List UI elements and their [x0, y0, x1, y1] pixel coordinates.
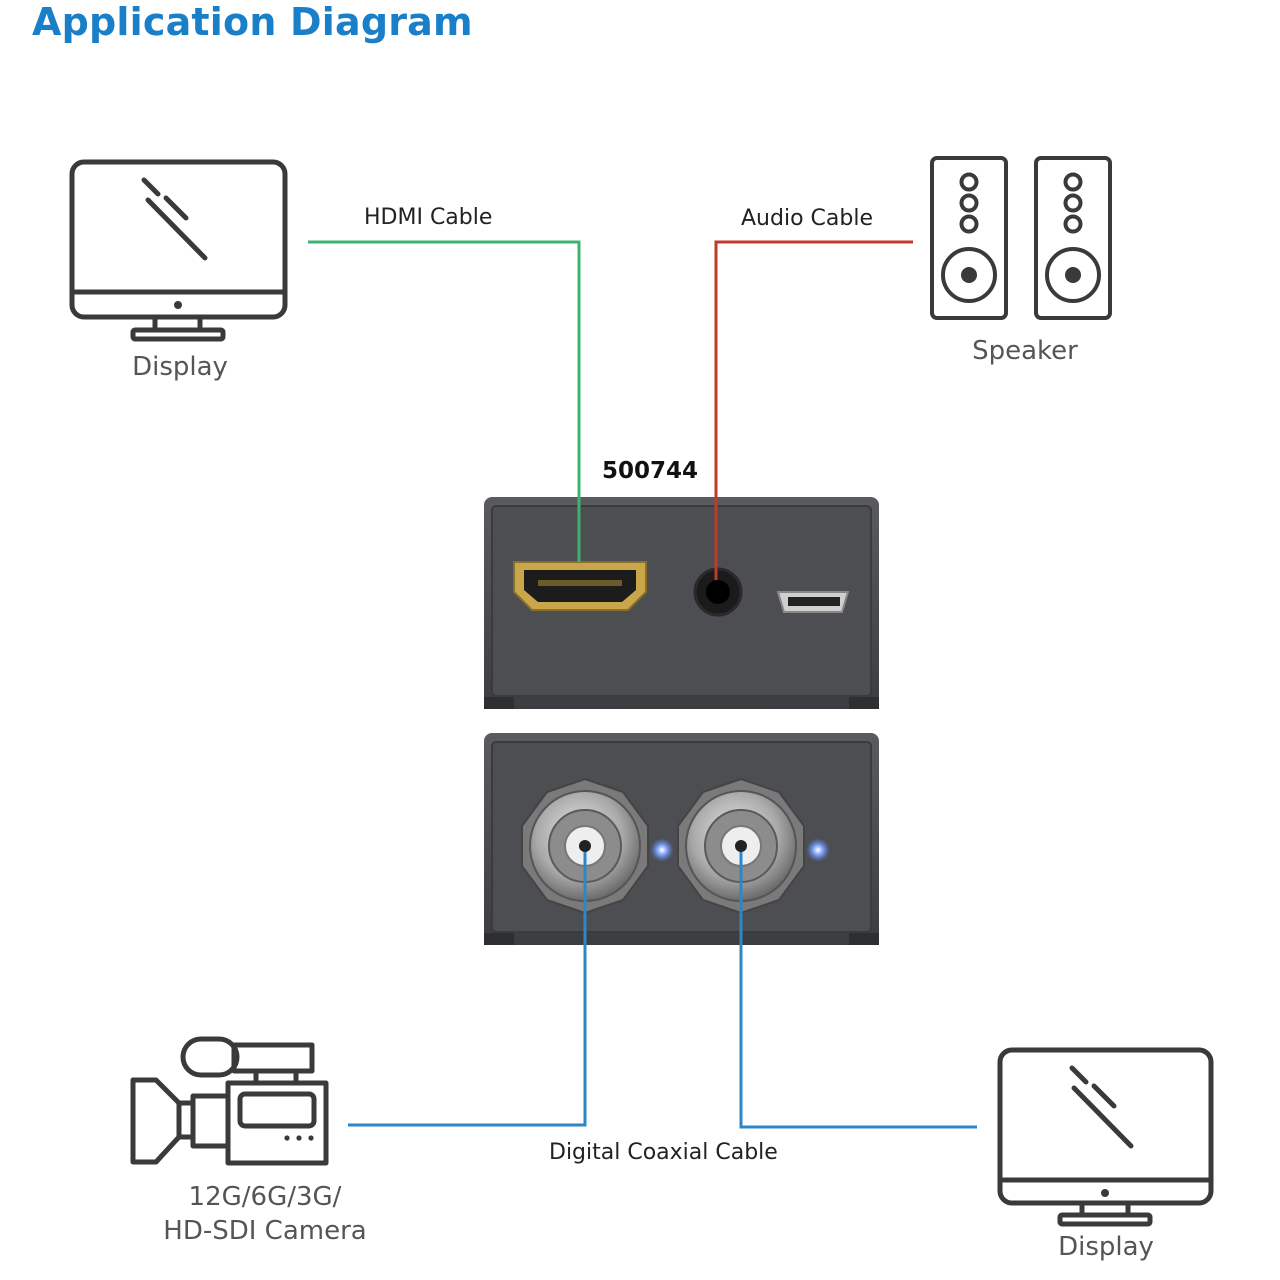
camera-label: 12G/6G/3G/ HD-SDI Camera — [140, 1180, 390, 1248]
converter-sdi-panel — [484, 733, 879, 945]
coax-cable-label: Digital Coaxial Cable — [549, 1140, 778, 1165]
hdmi-cable-line — [308, 240, 581, 562]
audio-cable-line — [714, 240, 913, 580]
hdmi-cable-label: HDMI Cable — [364, 205, 493, 230]
audio-jack — [693, 567, 743, 617]
device-model-number: 500744 — [602, 458, 699, 484]
display-top-label: Display — [132, 352, 228, 382]
monitor-icon — [69, 159, 288, 342]
audio-cable-label: Audio Cable — [741, 206, 873, 231]
display-bottom-label: Display — [1058, 1232, 1154, 1262]
camera-label-line2: HD-SDI Camera — [163, 1216, 367, 1246]
led-indicator — [806, 838, 830, 862]
converter-hdmi-panel — [484, 497, 879, 709]
monitor-icon — [997, 1047, 1214, 1227]
coax-cable-line-input — [348, 852, 587, 1127]
coax-cable-line-output — [739, 852, 977, 1129]
bnc-connector-output — [677, 777, 805, 915]
led-indicator — [650, 838, 674, 862]
camera-icon — [130, 1036, 329, 1166]
page-title: Application Diagram — [32, 0, 473, 44]
micro-usb-port — [776, 591, 850, 613]
camera-label-line1: 12G/6G/3G/ — [188, 1182, 342, 1212]
speaker-icon — [930, 156, 1112, 320]
speaker-label: Speaker — [972, 336, 1078, 366]
hdmi-port — [513, 561, 647, 611]
